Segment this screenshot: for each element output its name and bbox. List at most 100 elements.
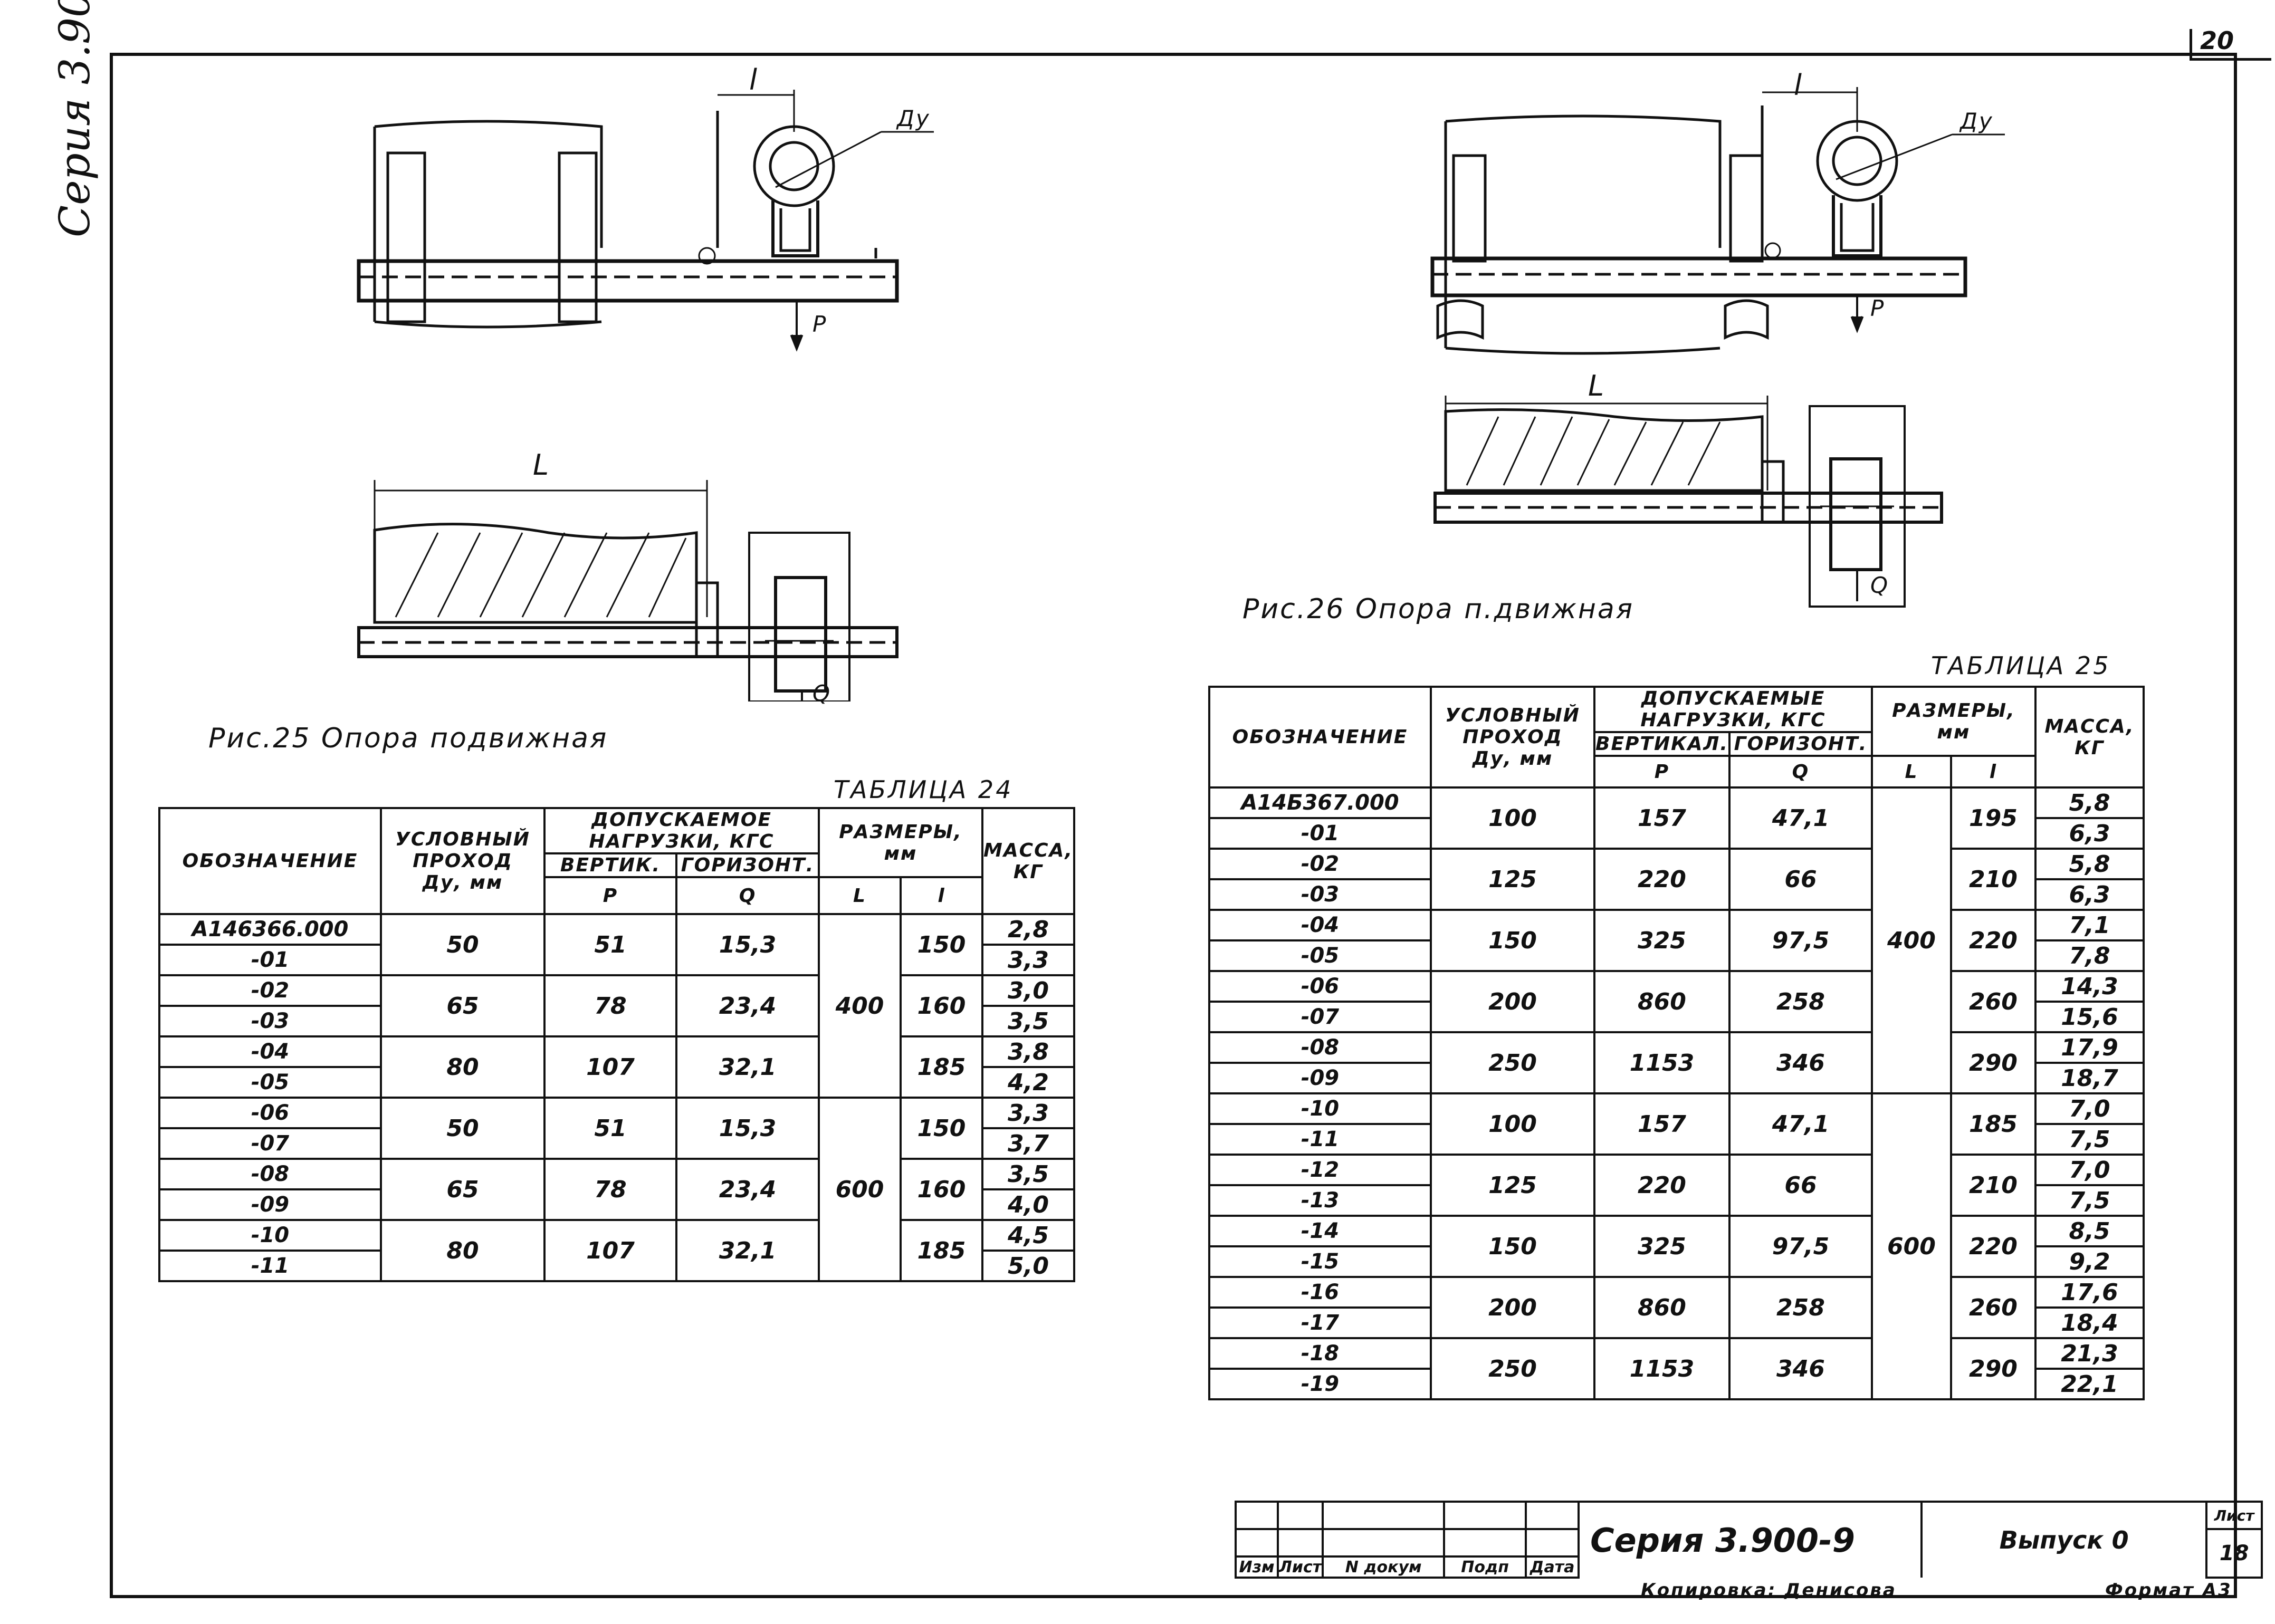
t25-dy: 200 xyxy=(1430,1276,1595,1339)
t25-L: 400 xyxy=(1870,786,1952,1094)
t25-dy: 100 xyxy=(1430,1092,1595,1156)
t25-mass: 7,0 xyxy=(2034,1154,2145,1186)
t25-p: 325 xyxy=(1593,909,1731,972)
t24-designation: А146366.000 xyxy=(158,913,382,946)
footer-copy: Копировка: Денисова xyxy=(1641,1580,1897,1601)
t25-dy: 125 xyxy=(1430,1154,1595,1217)
t24-p: 51 xyxy=(543,913,677,976)
t25-mass: 17,9 xyxy=(2034,1031,2145,1064)
t25-designation: -18 xyxy=(1208,1337,1432,1370)
t25-designation: -05 xyxy=(1208,939,1432,972)
t25-q: 346 xyxy=(1728,1031,1873,1094)
figure-26-drawing: l Ду P L Q xyxy=(1425,69,2084,617)
t24-q: 32,1 xyxy=(675,1219,820,1282)
t24-p: 51 xyxy=(543,1097,677,1160)
t25-designation: А14Б367.000 xyxy=(1208,786,1432,819)
t24-mass: 4,2 xyxy=(981,1066,1076,1099)
t25-q: 258 xyxy=(1728,970,1873,1033)
t25-mass: 9,2 xyxy=(2034,1245,2145,1278)
t25-l: 210 xyxy=(1949,1154,2037,1217)
t24-designation: -08 xyxy=(158,1158,382,1190)
t24-mass: 3,5 xyxy=(981,1158,1076,1190)
t25-mass: 15,6 xyxy=(2034,1001,2145,1033)
t24-mass: 4,0 xyxy=(981,1188,1076,1221)
t24-head-vert: ВЕРТИК. xyxy=(543,852,677,878)
t25-head-l: l xyxy=(1949,755,2037,789)
corner-box xyxy=(2190,29,2271,61)
t24-q: 15,3 xyxy=(675,1097,820,1160)
t25-mass: 17,6 xyxy=(2034,1276,2145,1309)
fig25-label-l: l xyxy=(749,63,759,97)
t25-designation: -12 xyxy=(1208,1154,1432,1186)
t24-q: 32,1 xyxy=(675,1035,820,1099)
corner-page-number: 20 xyxy=(2200,26,2234,55)
fig26-label-p: P xyxy=(1870,295,1886,321)
t24-dy: 80 xyxy=(380,1035,546,1099)
fig26-label-q: Q xyxy=(1870,572,1890,598)
t25-mass: 5,8 xyxy=(2034,848,2145,880)
t25-designation: -07 xyxy=(1208,1001,1432,1033)
t24-p: 78 xyxy=(543,974,677,1037)
t25-p: 1153 xyxy=(1593,1337,1731,1400)
t24-l: 160 xyxy=(900,974,983,1037)
t25-q: 47,1 xyxy=(1728,1092,1873,1156)
t24-L: 400 xyxy=(818,913,902,1099)
t25-p: 157 xyxy=(1593,1092,1731,1156)
t25-mass: 18,7 xyxy=(2034,1062,2145,1094)
t24-head-dims: РАЗМЕРЫ,мм xyxy=(818,807,983,878)
t25-designation: -02 xyxy=(1208,848,1432,880)
t25-head-designation: ОБОЗНАЧЕНИЕ xyxy=(1208,686,1432,789)
t25-head-L: L xyxy=(1870,755,1952,789)
t25-designation: -13 xyxy=(1208,1184,1432,1217)
t25-q: 258 xyxy=(1728,1276,1873,1339)
t24-q: 23,4 xyxy=(675,974,820,1037)
t25-head-mass: МАССА,КГ xyxy=(2034,686,2145,789)
t25-p: 157 xyxy=(1593,786,1731,850)
t24-q: 23,4 xyxy=(675,1158,820,1221)
table-row: -13 7,5 xyxy=(1208,1184,2145,1217)
title-block: Серия 3.900-9 Выпуск 0 Лист 18 Изм Лист … xyxy=(1235,1501,2263,1579)
t25-mass: 5,8 xyxy=(2034,786,2145,819)
t24-p: 78 xyxy=(543,1158,677,1221)
t25-p: 220 xyxy=(1593,1154,1731,1217)
t25-designation: -14 xyxy=(1208,1215,1432,1247)
t24-mass: 3,3 xyxy=(981,944,1076,976)
figure-26-svg xyxy=(1430,87,2005,608)
t24-designation: -02 xyxy=(158,974,382,1007)
t25-q: 97,5 xyxy=(1728,1215,1873,1278)
t25-mass: 14,3 xyxy=(2034,970,2145,1003)
t25-l: 290 xyxy=(1949,1337,2037,1400)
t25-l: 260 xyxy=(1949,970,2037,1033)
t25-mass: 7,1 xyxy=(2034,909,2145,941)
t24-mass: 3,0 xyxy=(981,974,1076,1007)
t25-head-vert: ВЕРТИКАЛ. xyxy=(1593,731,1731,757)
t24-head-q: Q xyxy=(675,876,820,915)
t25-l: 185 xyxy=(1949,1092,2037,1156)
t25-dy: 200 xyxy=(1430,970,1595,1033)
figure-25-drawing: l Ду P L Q xyxy=(327,63,934,706)
stamp-sheet-number: 18 xyxy=(2205,1528,2263,1579)
t25-q: 97,5 xyxy=(1728,909,1873,972)
t24-l: 160 xyxy=(900,1158,983,1221)
t25-dy: 250 xyxy=(1430,1031,1595,1094)
t24-l: 185 xyxy=(900,1219,983,1282)
t25-mass: 7,5 xyxy=(2034,1184,2145,1217)
t25-mass: 22,1 xyxy=(2034,1368,2145,1400)
